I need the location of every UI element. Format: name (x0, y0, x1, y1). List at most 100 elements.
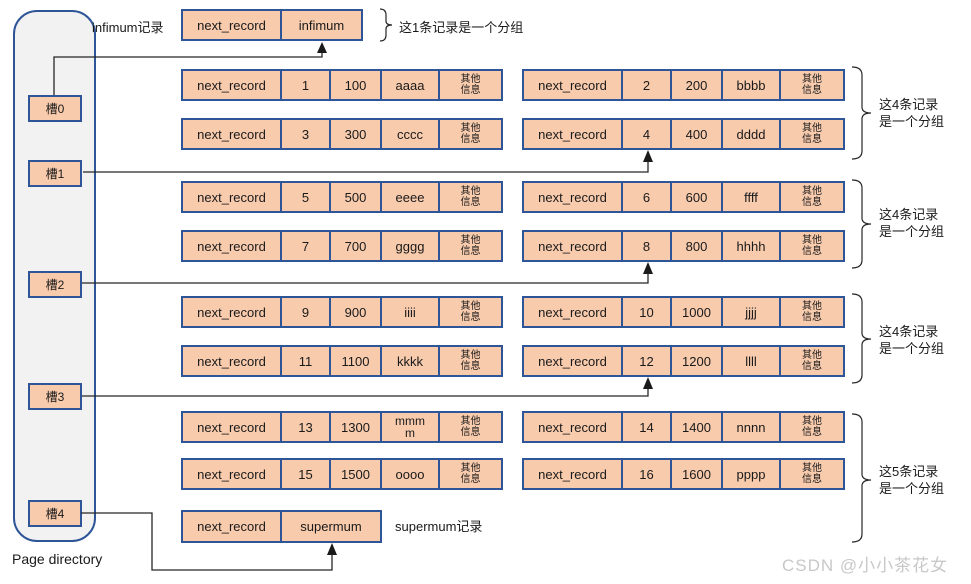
next-record-cell: next_record (538, 419, 607, 435)
arrowhead-infimum (317, 42, 327, 53)
key-cell: 12 (621, 347, 670, 375)
name-cell: aaaa (380, 71, 438, 99)
group-2-annotation: 这4条记录是一个分组 (879, 207, 945, 239)
value-cell: 1000 (670, 298, 721, 326)
name-cell: cccc (380, 120, 438, 148)
name-cell: mmmm (380, 413, 438, 441)
arrowhead-record8 (643, 262, 653, 274)
arrow-slot3-to-record12 (82, 388, 649, 397)
name-cell: hhhh (721, 232, 779, 260)
infimum-next-record-cell: next_record (197, 17, 266, 33)
brace-group-4 (851, 413, 872, 543)
value-cell: 600 (670, 183, 721, 211)
key-cell: 13 (280, 413, 329, 441)
record-row-14: next_record 14 1400 nnnn 其他信息 (522, 411, 845, 443)
key-cell: 1 (280, 71, 329, 99)
next-record-cell: next_record (538, 304, 607, 320)
other-info-cell: 其他信息 (779, 298, 843, 326)
group-3-annotation: 这4条记录是一个分组 (879, 324, 945, 356)
next-record-cell: next_record (538, 353, 607, 369)
name-cell: dddd (721, 120, 779, 148)
brace-infimum-group (379, 8, 393, 42)
key-cell: 2 (621, 71, 670, 99)
other-info-cell: 其他信息 (438, 71, 501, 99)
other-info-cell: 其他信息 (779, 413, 843, 441)
key-cell: 7 (280, 232, 329, 260)
value-cell: 800 (670, 232, 721, 260)
key-cell: 15 (280, 460, 329, 488)
next-record-cell: next_record (538, 238, 607, 254)
other-info-cell: 其他信息 (438, 120, 501, 148)
key-cell: 3 (280, 120, 329, 148)
record-row-10: next_record 10 1000 jjjj 其他信息 (522, 296, 845, 328)
slot-0: 槽0 (28, 95, 82, 122)
record-row-7: next_record 7 700 gggg 其他信息 (181, 230, 503, 262)
key-cell: 16 (621, 460, 670, 488)
record-row-2: next_record 2 200 bbbb 其他信息 (522, 69, 845, 101)
next-record-cell: next_record (197, 304, 266, 320)
next-record-cell: next_record (197, 466, 266, 482)
key-cell: 14 (621, 413, 670, 441)
value-cell: 300 (329, 120, 380, 148)
slot-2: 槽2 (28, 271, 82, 298)
other-info-cell: 其他信息 (438, 298, 501, 326)
value-cell: 1500 (329, 460, 380, 488)
brace-group-2 (851, 179, 872, 269)
brace-group-1 (851, 66, 872, 160)
key-cell: 10 (621, 298, 670, 326)
other-info-cell: 其他信息 (779, 347, 843, 375)
record-row-8: next_record 8 800 hhhh 其他信息 (522, 230, 845, 262)
value-cell: 100 (329, 71, 380, 99)
name-cell: jjjj (721, 298, 779, 326)
name-cell: iiii (380, 298, 438, 326)
name-cell: nnnn (721, 413, 779, 441)
other-info-cell: 其他信息 (779, 71, 843, 99)
record-row-4: next_record 4 400 dddd 其他信息 (522, 118, 845, 150)
name-cell: oooo (380, 460, 438, 488)
csdn-watermark: CSDN @小小茶花女 (782, 556, 949, 575)
record-row-6: next_record 6 600 ffff 其他信息 (522, 181, 845, 213)
next-record-cell: next_record (197, 126, 266, 142)
key-cell: 8 (621, 232, 670, 260)
record-row-3: next_record 3 300 cccc 其他信息 (181, 118, 503, 150)
group-1-annotation: 这4条记录是一个分组 (879, 97, 945, 129)
other-info-cell: 其他信息 (779, 183, 843, 211)
supremum-value-cell: supermum (280, 512, 380, 541)
other-info-cell: 其他信息 (438, 460, 501, 488)
other-info-cell: 其他信息 (438, 347, 501, 375)
next-record-cell: next_record (197, 353, 266, 369)
other-info-cell: 其他信息 (438, 232, 501, 260)
slot-1: 槽1 (28, 160, 82, 187)
name-cell: eeee (380, 183, 438, 211)
infimum-record-label: infimum记录 (92, 20, 164, 35)
record-row-1: next_record 1 100 aaaa 其他信息 (181, 69, 503, 101)
infimum-row: next_record infimum (181, 9, 363, 41)
infimum-value-cell: infimum (280, 11, 361, 39)
name-cell: ffff (721, 183, 779, 211)
name-cell: pppp (721, 460, 779, 488)
key-cell: 11 (280, 347, 329, 375)
value-cell: 1200 (670, 347, 721, 375)
key-cell: 5 (280, 183, 329, 211)
value-cell: 500 (329, 183, 380, 211)
slot-3: 槽3 (28, 383, 82, 410)
supremum-next-record-cell: next_record (197, 519, 266, 534)
record-row-15: next_record 15 1500 oooo 其他信息 (181, 458, 503, 490)
key-cell: 4 (621, 120, 670, 148)
next-record-cell: next_record (197, 77, 266, 93)
brace-group-3 (851, 293, 872, 384)
value-cell: 1300 (329, 413, 380, 441)
arrowhead-record4 (643, 150, 653, 162)
slot-4: 槽4 (28, 500, 82, 527)
other-info-cell: 其他信息 (779, 120, 843, 148)
supremum-row: next_record supermum (181, 510, 382, 543)
supremum-record-label: supermum记录 (395, 519, 483, 534)
value-cell: 700 (329, 232, 380, 260)
record-row-13: next_record 13 1300 mmmm 其他信息 (181, 411, 503, 443)
value-cell: 400 (670, 120, 721, 148)
value-cell: 1100 (329, 347, 380, 375)
name-cell: bbbb (721, 71, 779, 99)
other-info-cell: 其他信息 (438, 183, 501, 211)
next-record-cell: next_record (197, 189, 266, 205)
